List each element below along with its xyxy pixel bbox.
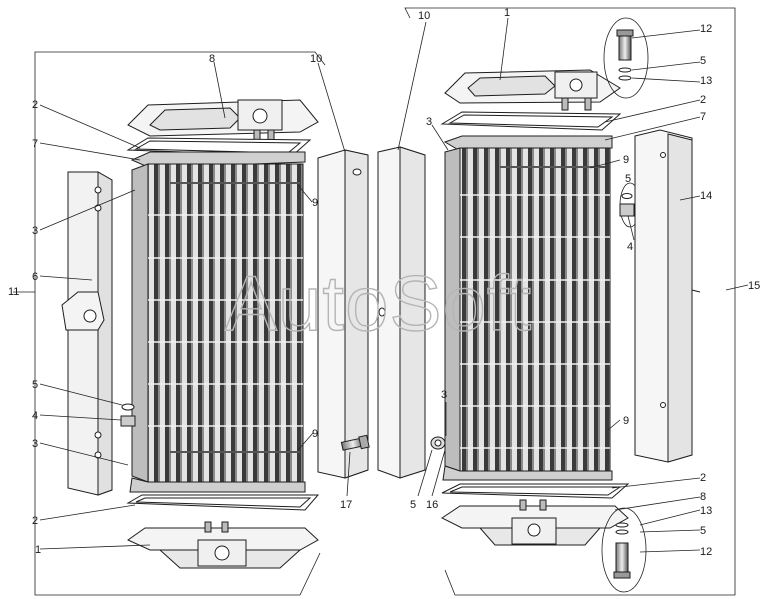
right-leader-lines: [397, 17, 749, 553]
callout-left-6: 6: [32, 271, 38, 283]
callout-right-5b: 5: [625, 173, 631, 185]
callout-left-5: 5: [32, 379, 38, 391]
right-bottom-tank: [441, 499, 629, 546]
callout-right-2: 2: [700, 94, 706, 106]
callout-left-8: 8: [209, 53, 215, 65]
callout-left-3: 3: [32, 225, 38, 237]
right-top-bolt-group: [603, 17, 649, 99]
callout-right-13b: 13: [700, 505, 712, 517]
callout-left-4: 4: [32, 410, 38, 422]
callout-right-15: 15: [748, 280, 760, 292]
callout-right-16: 16: [426, 499, 438, 511]
callout-right-1: 1: [504, 7, 510, 19]
callout-right-5c: 5: [410, 499, 416, 511]
right-radiator-core: [442, 135, 613, 481]
watermark-text: AutoSoft: [225, 259, 532, 347]
right-top-tank: [444, 69, 621, 111]
callout-labels: 8 10 2 7 3 9 6 11 5 4 3 9 2 1 17 10 1 12…: [8, 7, 760, 558]
left-bolt-head: [120, 415, 136, 427]
right-washer-bolt: [619, 182, 641, 228]
left-washer: [121, 403, 135, 411]
callout-right-5: 5: [700, 55, 706, 67]
callout-right-13: 13: [700, 75, 712, 87]
callout-left-17: 17: [340, 499, 352, 511]
callout-left-9b: 9: [312, 428, 318, 440]
callout-left-7: 7: [32, 138, 38, 150]
right-assembly: [377, 7, 749, 596]
callout-left-2: 2: [32, 99, 38, 111]
callout-right-3b: 3: [441, 389, 447, 401]
callout-right-12b: 12: [700, 546, 712, 558]
callout-left-11: 11: [8, 286, 19, 298]
left-radiator-core: [129, 151, 306, 493]
left-bolt-17: [340, 434, 370, 451]
callout-right-12: 12: [700, 23, 712, 35]
callout-left-3b: 3: [32, 438, 38, 450]
right-frame-outline: [404, 7, 736, 596]
center-baffle-panel: [377, 146, 426, 479]
callout-right-3: 3: [426, 116, 432, 128]
callout-left-1: 1: [35, 544, 41, 556]
callout-right-10: 10: [418, 10, 430, 22]
callout-right-5d: 5: [700, 525, 706, 537]
callout-right-7: 7: [700, 111, 706, 123]
left-leader-lines: [13, 61, 351, 550]
left-top-tank: [127, 99, 319, 143]
callout-right-2b: 2: [700, 472, 706, 484]
callout-right-9: 9: [623, 154, 629, 166]
callout-right-9b: 9: [623, 415, 629, 427]
callout-right-4: 4: [627, 241, 633, 253]
callout-left-9: 9: [312, 197, 318, 209]
left-bottom-tank: [126, 521, 319, 569]
callout-right-8: 8: [700, 491, 706, 503]
left-side-bracket: [61, 171, 113, 496]
right-bottom-gasket: [441, 483, 630, 499]
callout-left-10: 10: [310, 53, 322, 65]
callout-left-2b: 2: [32, 515, 38, 527]
left-assembly: [13, 51, 370, 596]
left-baffle-panel: [317, 149, 369, 479]
callout-right-14: 14: [700, 190, 712, 202]
right-bottom-bolt-group: [601, 507, 647, 593]
left-frame-outline: [34, 51, 326, 596]
right-side-bracket: [634, 129, 701, 463]
